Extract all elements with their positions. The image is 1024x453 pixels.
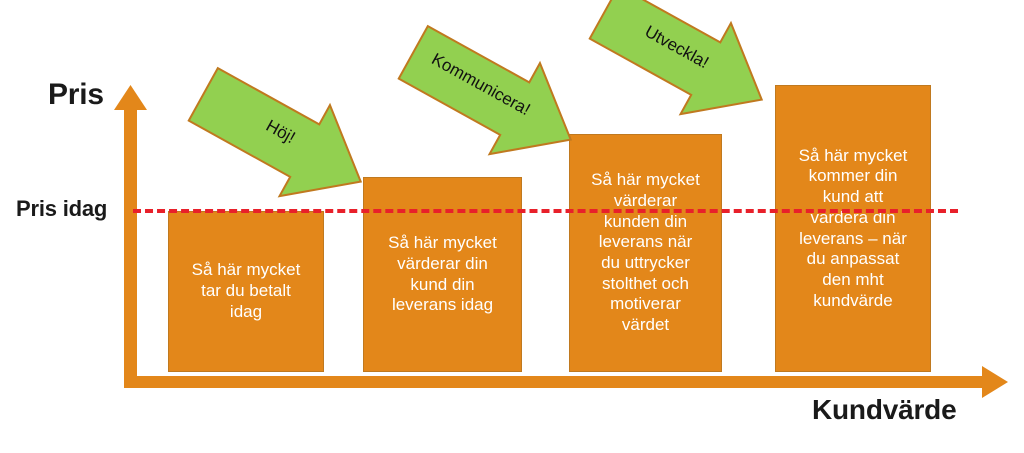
- bar-2[interactable]: Så här mycket värderar din kund din leve…: [363, 177, 522, 372]
- x-axis-title: Kundvärde: [812, 394, 957, 425]
- x-axis-line: [124, 376, 986, 388]
- y-axis-title: Pris: [48, 78, 104, 111]
- price-today-dashed-line: [133, 209, 958, 213]
- arrow-shape-icon: [588, 0, 764, 116]
- arrow-shape-icon: [187, 66, 363, 198]
- price-today-label: Pris idag: [16, 196, 108, 221]
- arrow-hoj[interactable]: Höj!: [178, 49, 386, 227]
- bar-4-label: Så här mycket kommer din kund att värder…: [798, 145, 908, 310]
- bar-3[interactable]: Så här mycket värderar kunden din levera…: [569, 134, 722, 372]
- arrow-utveckla[interactable]: Utveckla!: [579, 0, 787, 145]
- bar-1-label: Så här mycket tar du betalt idag: [191, 260, 301, 321]
- bar-1[interactable]: Så här mycket tar du betalt idag: [168, 211, 324, 372]
- arrow-shape-icon: [397, 24, 573, 156]
- bar-3-label: Så här mycket värderar kunden din levera…: [591, 170, 700, 335]
- y-axis-arrowhead: [114, 85, 147, 110]
- bar-4[interactable]: Så här mycket kommer din kund att värder…: [775, 85, 931, 372]
- x-axis-arrowhead: [982, 366, 1008, 398]
- arrow-kommunicera[interactable]: Kommunicera!: [388, 7, 596, 185]
- y-axis-line: [124, 104, 137, 384]
- bar-2-label: Så här mycket värderar din kund din leve…: [388, 233, 497, 315]
